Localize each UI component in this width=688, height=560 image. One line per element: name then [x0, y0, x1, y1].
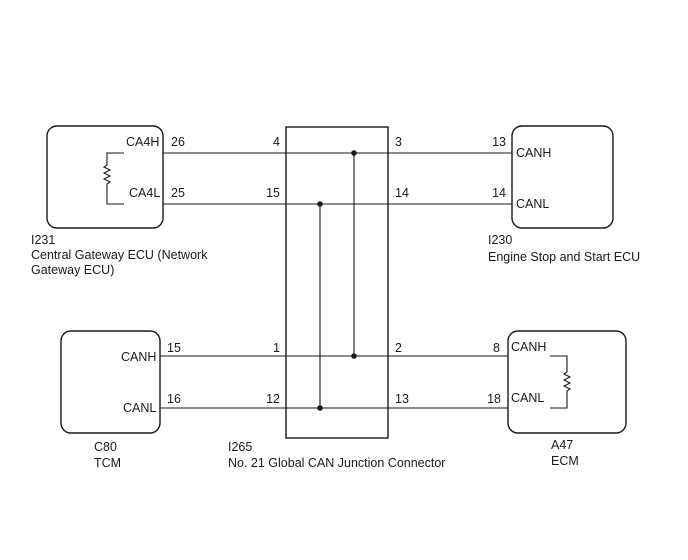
gateway-name-line1: Central Gateway ECU (Network — [31, 248, 208, 262]
tcm-pin-lo-label: CANL — [123, 401, 156, 415]
junction-pin-br-hi: 2 — [395, 341, 402, 355]
junction-pin-bl-hi: 1 — [273, 341, 280, 355]
gateway-ecu-box — [46, 125, 164, 229]
gateway-pin-lo-label: CA4L — [129, 186, 160, 200]
gateway-pin-hi-label: CA4H — [126, 135, 159, 149]
stop-start-pin-hi-label: CANH — [516, 146, 551, 160]
ecm-name: ECM — [551, 454, 579, 468]
stop-start-pin-hi-num: 13 — [492, 135, 506, 149]
tcm-box — [60, 330, 161, 434]
tcm-pin-hi-num: 15 — [167, 341, 181, 355]
ecm-pin-lo-label: CANL — [511, 391, 544, 405]
splice-dot — [351, 353, 357, 359]
junction-pin-tr-hi: 3 — [395, 135, 402, 149]
splice-dot — [317, 405, 323, 411]
stop-start-pin-lo-label: CANL — [516, 197, 549, 211]
junction-name: No. 21 Global CAN Junction Connector — [228, 456, 445, 470]
junction-code: I265 — [228, 440, 252, 454]
splice-dot — [351, 150, 357, 156]
tcm-name: TCM — [94, 456, 121, 470]
gateway-name-line2: Gateway ECU) — [31, 263, 114, 277]
stop-start-name: Engine Stop and Start ECU — [488, 250, 640, 264]
tcm-code: C80 — [94, 440, 117, 454]
splice-dot — [317, 201, 323, 207]
tcm-pin-lo-num: 16 — [167, 392, 181, 406]
ecm-pin-lo-num: 18 — [487, 392, 501, 406]
junction-pin-tr-lo: 14 — [395, 186, 409, 200]
junction-connector-box — [285, 126, 389, 439]
gateway-pin-lo-num: 25 — [171, 186, 185, 200]
junction-pin-br-lo: 13 — [395, 392, 409, 406]
stop-start-code: I230 — [488, 233, 512, 247]
junction-pin-bl-lo: 12 — [266, 392, 280, 406]
junction-pin-tl-hi: 4 — [273, 135, 280, 149]
ecm-pin-hi-label: CANH — [511, 340, 546, 354]
gateway-termination-resistor-icon — [102, 152, 124, 205]
junction-pin-tl-lo: 15 — [266, 186, 280, 200]
ecm-pin-hi-num: 8 — [493, 341, 500, 355]
stop-start-ecu-box — [511, 125, 614, 229]
gateway-pin-hi-num: 26 — [171, 135, 185, 149]
ecm-termination-resistor-icon — [550, 355, 572, 409]
ecm-code: A47 — [551, 438, 573, 452]
tcm-pin-hi-label: CANH — [121, 350, 156, 364]
stop-start-pin-lo-num: 14 — [492, 186, 506, 200]
gateway-code: I231 — [31, 233, 55, 247]
